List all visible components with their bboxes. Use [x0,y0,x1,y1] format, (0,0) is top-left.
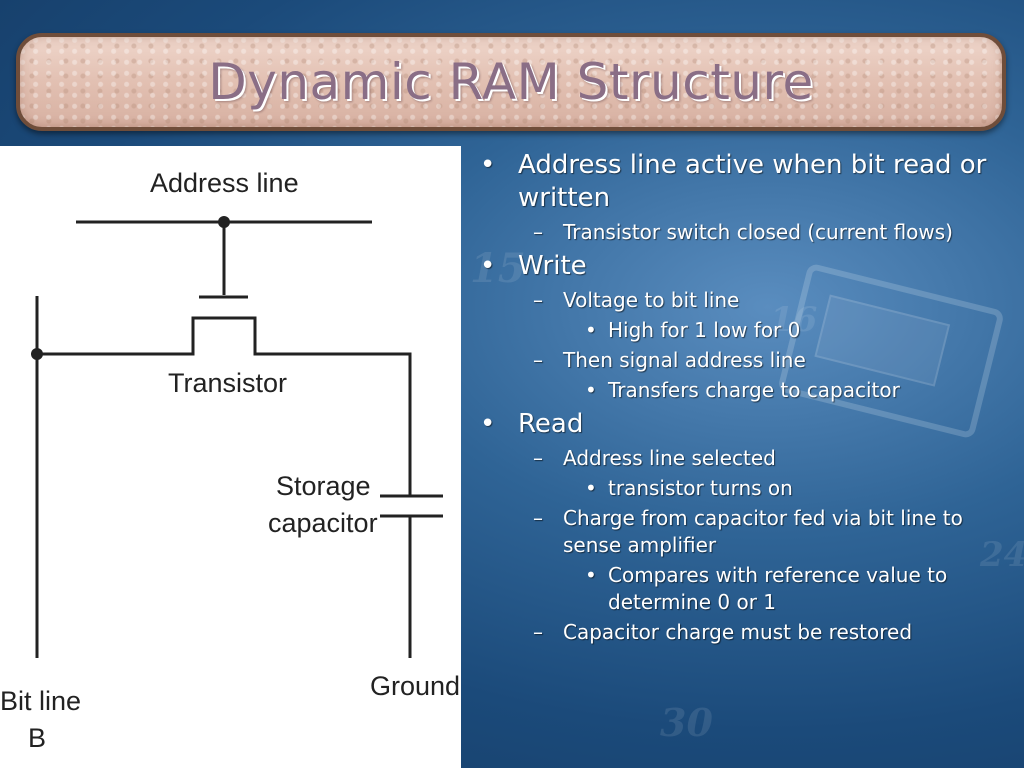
circuit-svg: Address line Transistor Storage capacito… [0,168,460,753]
background-digits: 15 [470,245,526,292]
capacitor-label: capacitor [268,508,378,538]
bullet-text: Transfers charge to capacitor [608,378,900,402]
bullet-marker: • [480,251,496,281]
bullet-text: Capacitor charge must be restored [563,620,913,644]
bullet-text: Compares with reference value to determi… [608,563,948,614]
dram-cell-diagram: Address line Transistor Storage capacito… [0,146,461,768]
bullet-text: Charge from capacitor fed via bit line t… [563,506,963,557]
bullet-text: Voltage to bit line [563,288,740,312]
sub-bullet-item: –Address line selected [480,445,1010,472]
bullet-item: • Write [480,250,1010,283]
bullet-text: Read [518,409,584,439]
sub-sub-bullet-item: • High for 1 low for 0 [480,317,1010,344]
sub-sub-bullet-item: • Compares with reference value to determ… [480,562,1010,616]
bullet-marker: • [585,378,597,402]
bullet-text: Write [518,251,587,281]
bit-line-b-label: B [28,723,46,753]
ground-label: Ground [370,671,460,701]
sub-bullet-item: –Then signal address line [480,347,1010,374]
bullet-text: Then signal address line [563,348,806,372]
bullet-text: Transistor switch closed (current flows) [563,220,953,244]
transistor-channel [37,316,412,496]
dash-marker: – [533,506,543,530]
bullet-marker: • [480,409,496,439]
bullet-marker: • [585,563,597,587]
title-banner: Dynamic RAM Structure [16,33,1006,131]
bit-line-junction-dot [31,348,43,360]
background-digits: 24 [980,535,1024,575]
background-digits: 30 [660,700,713,745]
bullet-text: Address line selected [563,446,776,470]
bullet-marker: • [585,476,597,500]
sub-bullet-item: –Capacitor charge must be restored [480,619,1010,646]
dash-marker: – [533,220,543,244]
dash-marker: – [533,446,543,470]
dash-marker: – [533,348,543,372]
bullet-marker: • [480,150,496,180]
bit-line-label: Bit line [0,686,81,716]
sub-bullet-item: –Voltage to bit line [480,287,1010,314]
storage-label: Storage [276,471,371,501]
dash-marker: – [533,620,543,644]
bullet-item: • Read [480,408,1010,441]
bullet-item: • Address line active when bit read or wr… [480,149,1010,215]
bullet-marker: • [585,318,597,342]
slide-title: Dynamic RAM Structure [208,53,814,111]
address-line-label: Address line [150,168,299,198]
bullet-text: High for 1 low for 0 [608,318,801,342]
transistor-label: Transistor [168,368,287,398]
bullet-list: • Address line active when bit read or wr… [480,145,1010,646]
dash-marker: – [533,288,543,312]
bullet-text: Address line active when bit read or wri… [518,150,987,213]
bullet-text: transistor turns on [608,476,793,500]
address-junction-dot [218,216,230,228]
sub-sub-bullet-item: • Transfers charge to capacitor [480,377,1010,404]
sub-bullet-item: –Charge from capacitor fed via bit line … [480,505,1010,559]
sub-bullet-item: –Transistor switch closed (current flows… [480,219,1010,246]
sub-sub-bullet-item: • transistor turns on [480,475,1010,502]
